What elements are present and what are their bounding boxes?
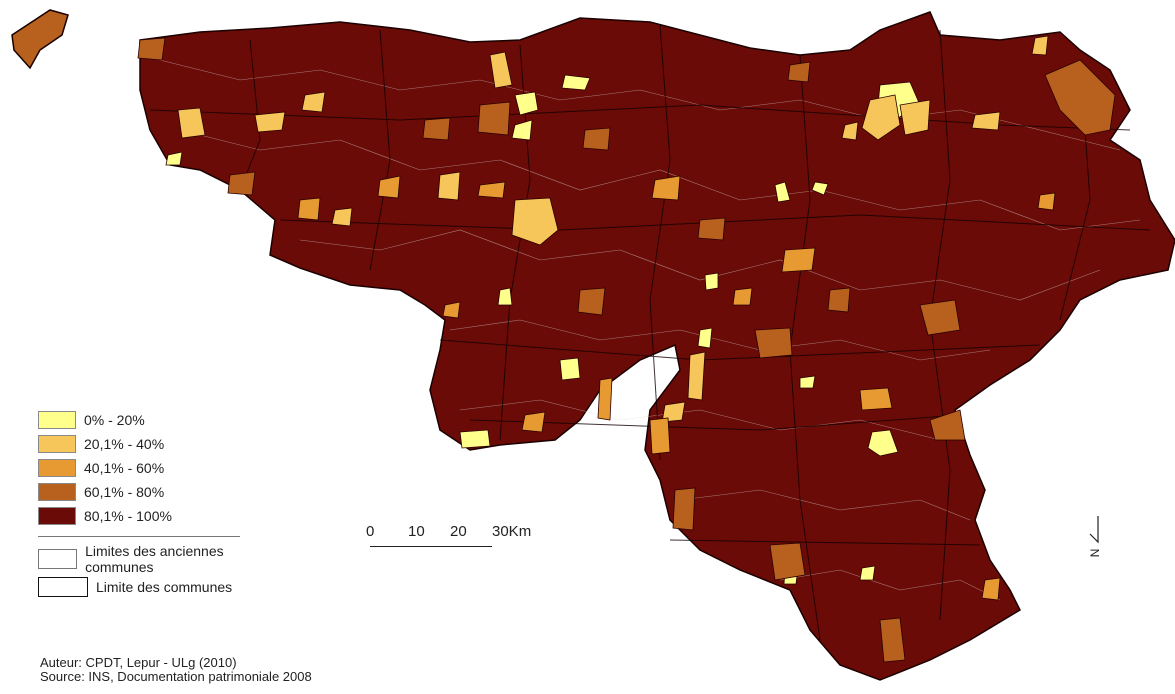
scale-tick-label: 10 (408, 523, 425, 540)
legend-label: 20,1% - 40% (84, 436, 165, 452)
legend-label: 0% - 20% (84, 412, 145, 428)
legend-label: 80,1% - 100% (84, 508, 172, 524)
region-enclave (11, 9, 69, 70)
legend-swatch (38, 411, 76, 429)
north-arrow: N (1086, 512, 1112, 564)
scale-bar: 0 10 20 30Km (362, 523, 552, 553)
legend-line-old: Limites des anciennes communes (38, 543, 248, 575)
scale-tick-label: 30Km (492, 523, 532, 540)
credits-source: Source: INS, Documentation patrimoniale … (40, 669, 312, 684)
legend-class-0: 0% - 20% (38, 408, 248, 432)
class-patches (137, 35, 1116, 663)
legend-class-4: 80,1% - 100% (38, 504, 248, 528)
legend-swatch (38, 435, 76, 453)
legend-class-2: 40,1% - 60% (38, 456, 248, 480)
legend-line-swatch (38, 577, 88, 597)
legend-label: 60,1% - 80% (84, 484, 165, 500)
credits-author: Auteur: CPDT, Lepur - ULg (2010) (40, 655, 237, 670)
legend-line-commune: Limite des communes (38, 573, 248, 601)
legend-label: 40,1% - 60% (84, 460, 165, 476)
scale-tick-label: 0 (366, 523, 375, 540)
map-legend: 0% - 20% 20,1% - 40% 40,1% - 60% 60,1% -… (38, 408, 248, 601)
legend-swatch (38, 507, 76, 525)
legend-divider (38, 536, 240, 537)
legend-line-swatch (38, 549, 78, 569)
legend-class-1: 20,1% - 40% (38, 432, 248, 456)
legend-swatch (38, 459, 76, 477)
legend-swatch (38, 483, 76, 501)
north-arrow-icon (1089, 516, 1099, 544)
scale-line (370, 546, 492, 547)
legend-class-3: 60,1% - 80% (38, 480, 248, 504)
old-commune-boundaries (159, 59, 1141, 601)
legend-label: Limites des anciennes communes (85, 543, 224, 575)
scale-tick-label: 20 (450, 523, 467, 540)
north-label: N (1087, 548, 1102, 558)
map-credits: Auteur: CPDT, Lepur - ULg (2010) Source:… (40, 656, 312, 684)
legend-label: Limite des communes (96, 579, 233, 595)
